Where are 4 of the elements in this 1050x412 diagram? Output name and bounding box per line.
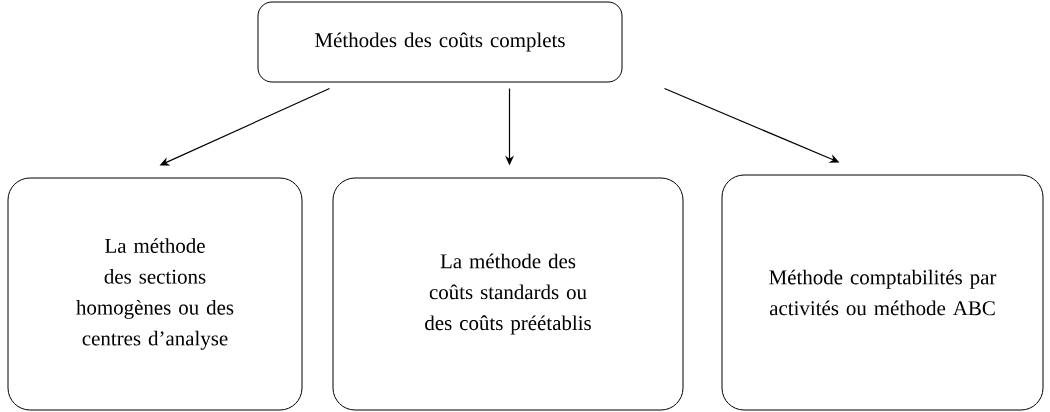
method-box: Méthode comptabilités par activités ou méthode ABC	[721, 174, 1044, 411]
title-box: Méthodes des coûts complets	[257, 1, 623, 83]
method-box: La méthode des sections homogènes ou des centres d’analyse	[7, 177, 303, 411]
method-box: La méthode des coûts standards ou des coûts préétablis	[332, 177, 684, 411]
